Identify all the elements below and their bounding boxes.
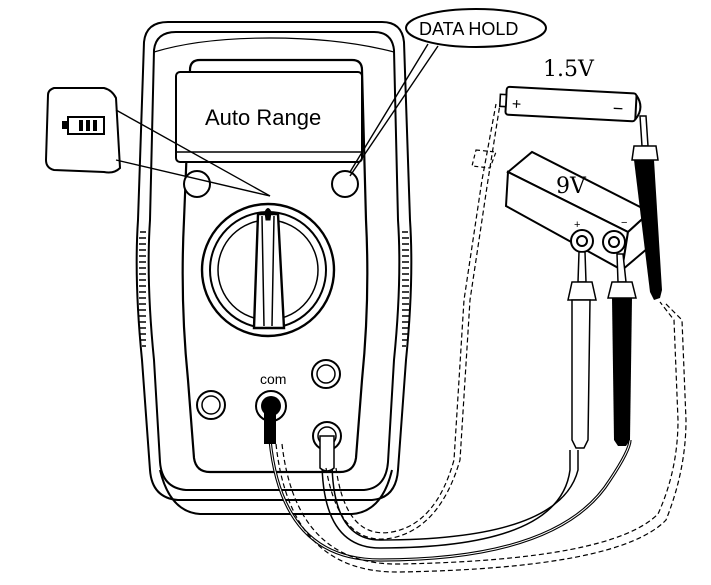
nine-volt-plus: +	[574, 219, 580, 231]
aa-battery: 1.5V + −	[498, 57, 642, 123]
nine-volt-label: 9V	[556, 174, 587, 199]
aa-plus: +	[511, 96, 521, 113]
v-plug	[319, 435, 335, 472]
meter-body	[135, 21, 413, 515]
lcd-display: Auto Range	[175, 71, 363, 163]
data-hold-label: DATA HOLD	[419, 19, 518, 39]
nine-volt-minus: −	[621, 217, 627, 229]
data-hold-button[interactable]	[331, 170, 359, 198]
black-probe-aa	[631, 115, 662, 300]
dashed-lead-aa-plus	[325, 103, 501, 540]
nine-volt-terminal-neg	[602, 230, 626, 254]
nine-volt-battery: 9V + −	[504, 150, 652, 273]
data-hold-callout: DATA HOLD	[349, 8, 547, 177]
black-probe-9v	[607, 253, 637, 446]
dashed-lead-aa-minus	[275, 301, 687, 573]
nine-volt-terminal-pos	[570, 229, 594, 253]
red-probe-9v	[567, 251, 597, 449]
jack-left[interactable]	[196, 390, 226, 420]
rotary-dial[interactable]	[200, 202, 336, 338]
com-label: com	[260, 371, 286, 387]
aa-voltage-label: 1.5V	[543, 57, 595, 82]
black-lead-9v	[268, 439, 632, 562]
select-button[interactable]	[183, 170, 211, 198]
jack-top-right[interactable]	[311, 359, 341, 389]
display-text: Auto Range	[205, 105, 321, 130]
battery-callout	[44, 87, 271, 197]
aa-minus: −	[612, 98, 624, 119]
com-plug	[264, 404, 276, 444]
dashed-probe-aa	[471, 149, 497, 169]
low-battery-icon	[62, 116, 105, 135]
